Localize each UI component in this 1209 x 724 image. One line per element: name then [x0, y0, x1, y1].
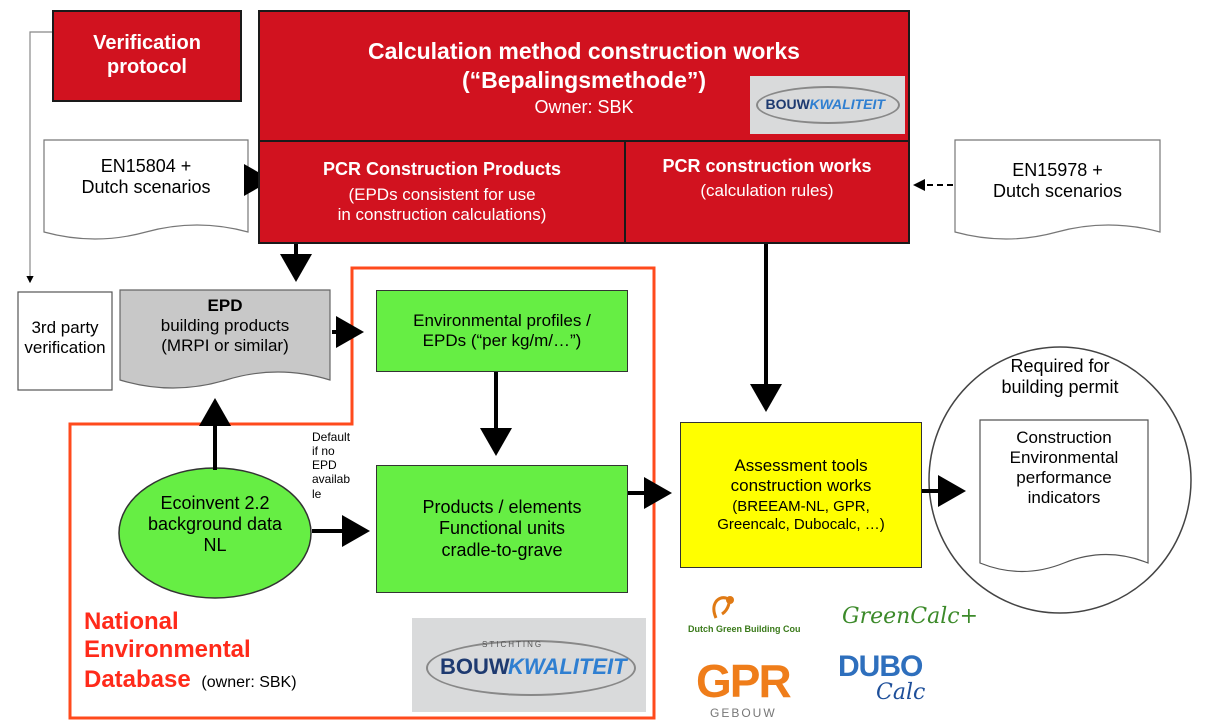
assessment-line-1: Assessment tools — [734, 456, 868, 476]
products-line-2: Functional units — [438, 518, 566, 539]
products-line-1: Products / elements — [422, 497, 582, 518]
default-note-line-4: availab — [312, 472, 351, 487]
en15978-label: EN15978 + Dutch scenarios — [955, 160, 1160, 202]
greencalc-logo: GreenCalc+ — [838, 596, 978, 640]
verification-protocol-line-1: Verification — [93, 32, 201, 55]
indicators-document-shape — [979, 419, 1149, 573]
calc-method-title: Calculation method construction works — [368, 38, 800, 64]
dubo-text: DUBO — [838, 650, 923, 683]
verification-connector — [26, 31, 52, 284]
required-label: Required for building permit — [980, 356, 1140, 398]
third-party-label: 3rd party verification — [18, 318, 112, 358]
stichting-text: STICHTING — [482, 640, 544, 649]
verification-protocol-box: Verification protocol — [52, 10, 242, 102]
epd-label: EPD building products (MRPI or similar) — [120, 296, 330, 356]
env-profiles-line-1: Environmental profiles / — [413, 310, 591, 330]
dgbc-figure-icon — [712, 596, 734, 619]
bouwkwaliteit-logo-large: STICHTING BOUW KWALITEIT — [412, 618, 646, 712]
assessment-line-4: Greencalc, Dubocalc, …) — [717, 516, 885, 534]
pcr-works-subtitle: (calculation rules) — [700, 181, 834, 201]
products-line-3: cradle-to-grave — [441, 539, 563, 560]
ecoinvent-line-3: NL — [203, 535, 227, 556]
national-owner: (owner: SBK) — [201, 673, 297, 691]
dgbc-text: Dutch Green Building Cou — [688, 624, 801, 634]
required-line-2: building permit — [1001, 377, 1119, 398]
epd-title: EPD — [207, 296, 243, 315]
gebouw-text: GEBOUW — [710, 706, 777, 720]
pcr-works-title: PCR construction works — [662, 156, 872, 176]
en15978-line-1: EN15978 + — [1012, 160, 1103, 180]
bouwkwaliteit-logo-small: BOUW KWALITEIT — [750, 76, 905, 134]
gpr-text: GPR — [696, 655, 792, 707]
third-party-box — [17, 291, 113, 391]
en15804-document-shape — [43, 139, 249, 240]
kwaliteit-text-small: KWALITEIT — [809, 96, 885, 112]
national-database-label: National Environmental Database (owner: … — [84, 608, 297, 694]
bouw-text-small: BOUW — [765, 96, 810, 112]
permit-circle — [928, 346, 1192, 614]
calc-method-subtitle: (“Bepalingsmethode”) — [461, 67, 707, 94]
env-profiles-line-2: EPDs (“per kg/m/…”) — [422, 331, 582, 350]
pcr-products-line-2: in construction calculations) — [337, 204, 547, 224]
pcr-products-title: PCR Construction Products — [322, 159, 561, 180]
ecoinvent-label: Ecoinvent 2.2 background data NL — [119, 493, 311, 557]
ecoinvent-line-1: Ecoinvent 2.2 — [160, 493, 270, 513]
national-line-2: Environmental — [84, 636, 251, 664]
en15978-document-shape — [954, 139, 1161, 240]
dubocalc-logo: DUBO Calc — [838, 650, 938, 710]
epd-line-2: (MRPI or similar) — [161, 336, 289, 356]
assessment-tools-box: Assessment tools construction works (BRE… — [680, 422, 922, 568]
third-party-line-2: verification — [24, 338, 106, 358]
default-note: Default if no EPD availab le — [312, 430, 372, 501]
gpr-logo: GPR GEBOUW — [696, 655, 806, 722]
national-line-1: National — [84, 608, 179, 635]
en15804-label: EN15804 + Dutch scenarios — [44, 156, 248, 198]
national-database-outline — [68, 266, 656, 720]
environmental-profiles-box: Environmental profiles / EPDs (“per kg/m… — [376, 290, 628, 372]
calc-text: Calc — [876, 680, 926, 705]
dgbc-logo: Dutch Green Building Cou — [688, 592, 828, 644]
en15978-line-2: Dutch scenarios — [992, 181, 1123, 202]
indicators-label: Construction Environmental performance i… — [980, 428, 1148, 508]
indicators-line-1: Construction — [1016, 428, 1112, 447]
kwaliteit-text-large: KWALITEIT — [508, 654, 627, 679]
pcr-works-box: PCR construction works (calculation rule… — [624, 140, 910, 244]
bouw-text-large: BOUW — [440, 654, 510, 679]
greencalc-text: GreenCalc+ — [842, 604, 979, 629]
indicators-line-4: indicators — [1027, 488, 1101, 508]
en15804-line-1: EN15804 + — [100, 156, 192, 176]
indicators-line-3: performance — [1016, 468, 1112, 488]
pcr-products-box: PCR Construction Products (EPDs consiste… — [258, 140, 626, 244]
en15804-line-2: Dutch scenarios — [81, 177, 211, 198]
default-note-line-2: if no — [312, 444, 335, 459]
epd-document-shape — [119, 289, 331, 389]
calc-method-owner: Owner: SBK — [534, 97, 634, 118]
assessment-line-3: (BREEAM-NL, GPR, — [732, 498, 870, 516]
ecoinvent-line-2: background data — [147, 514, 283, 535]
verification-protocol-line-2: protocol — [107, 56, 187, 78]
indicators-line-2: Environmental — [1009, 448, 1119, 468]
default-note-line-5: le — [312, 486, 322, 501]
required-line-1: Required for — [1010, 356, 1110, 376]
default-note-line-3: EPD — [312, 458, 337, 473]
default-note-line-1: Default — [312, 430, 351, 444]
national-line-3: Database — [84, 665, 191, 693]
products-elements-box: Products / elements Functional units cra… — [376, 465, 628, 593]
assessment-line-2: construction works — [730, 476, 872, 496]
epd-line-1: building products — [160, 316, 290, 336]
pcr-products-line-1: (EPDs consistent for use — [348, 184, 536, 204]
third-party-line-1: 3rd party — [31, 318, 99, 337]
